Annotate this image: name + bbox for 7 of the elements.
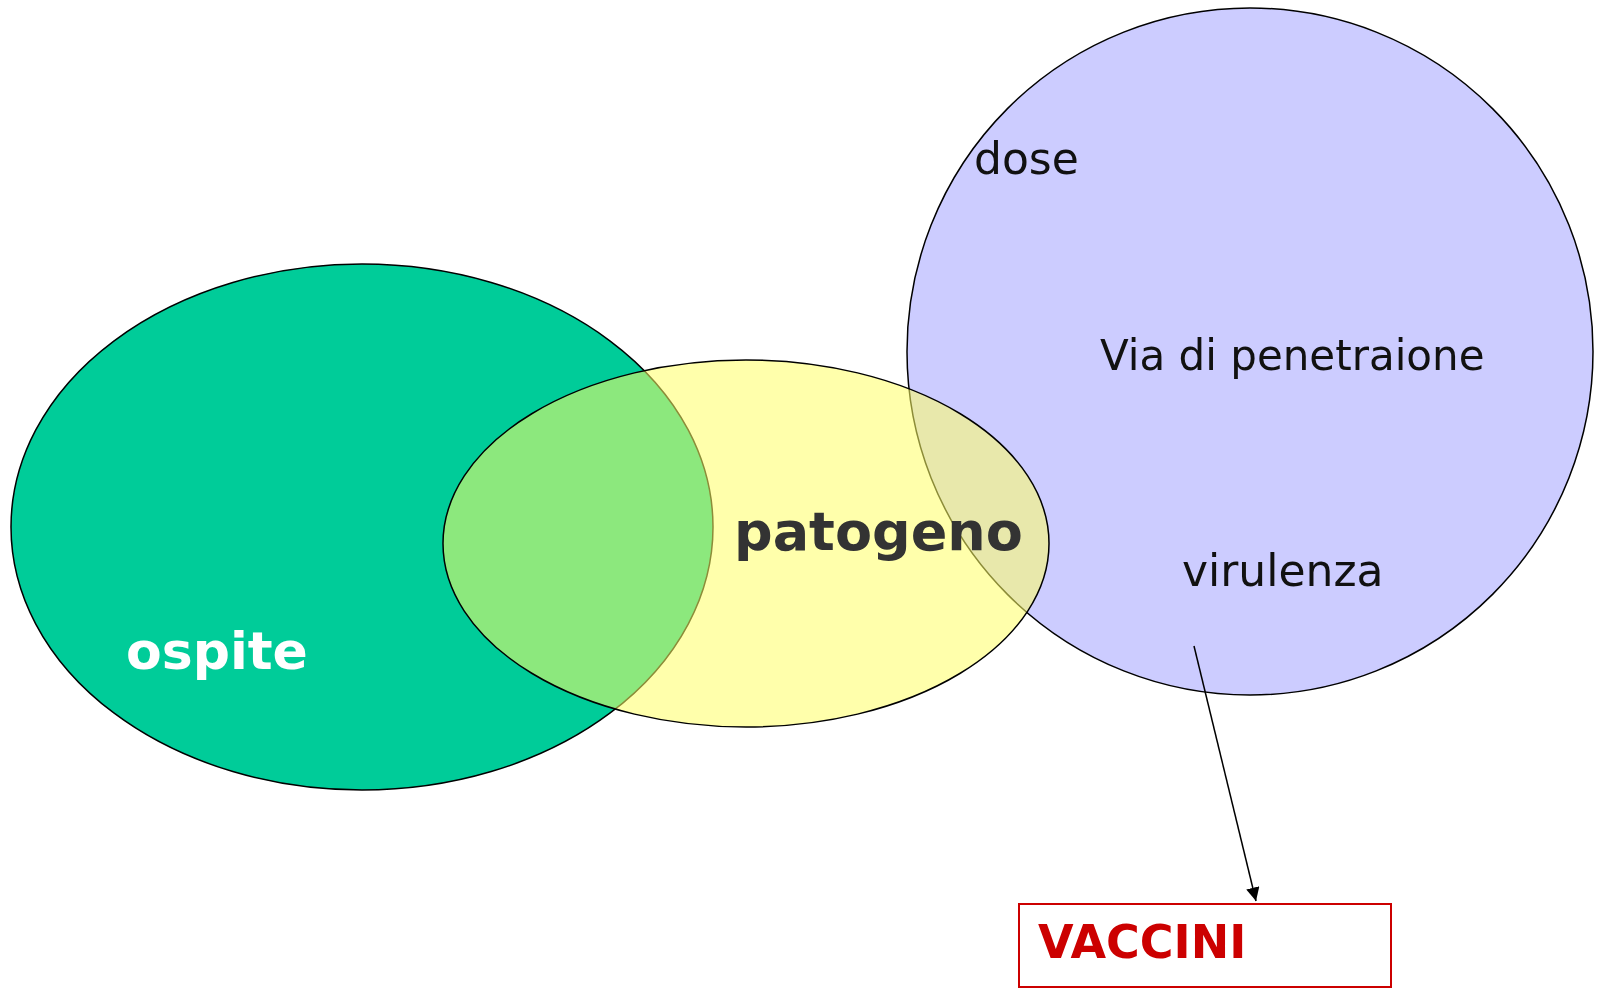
arrow [1193,645,1260,902]
outcome-label: VACCINI [1038,917,1247,968]
factor-label: dose [974,135,1079,184]
factor-label: virulenza [1182,547,1384,596]
pathogen-label: patogeno [734,502,1023,562]
host-label: ospite [126,623,308,681]
factor-label: Via di penetraione [1100,333,1485,380]
